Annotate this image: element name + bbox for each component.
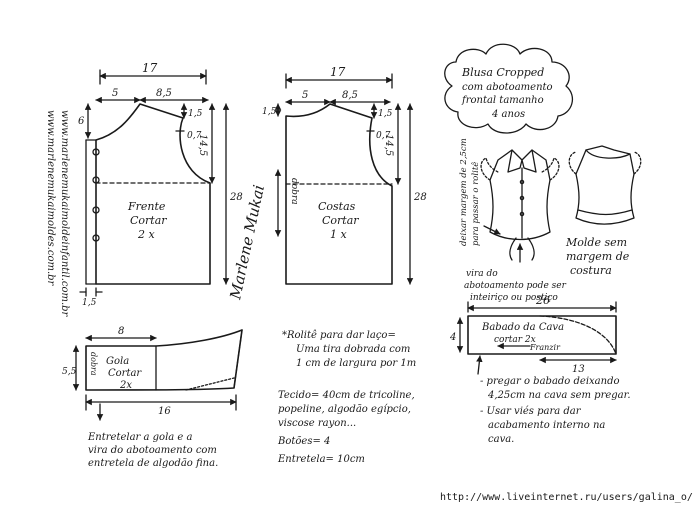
instruction-line-3: - Usar viés para dar	[480, 406, 582, 417]
fabric-line-3: viscose rayon...	[278, 418, 356, 429]
button-mark	[519, 211, 525, 217]
back-pattern-piece	[274, 73, 414, 285]
ruffle-label-cut: cortar 2x	[494, 335, 536, 345]
front-armhole-depth: 14,5	[197, 134, 208, 156]
placket-note-line-3: inteiriço ou postiço	[470, 293, 558, 303]
back-fold: dobra	[289, 178, 299, 205]
back-shoulder-width: 8,5	[342, 90, 358, 101]
margin-note-line-1: deixar margem de 2,5cm	[459, 138, 469, 246]
back-neck-width: 5	[302, 90, 308, 101]
margin-note-line-2: para passar o rolitê	[470, 162, 481, 246]
collar-label-qty: 2x	[119, 380, 132, 391]
footer-url[interactable]: http://www.liveinternet.ru/users/galina_…	[440, 492, 693, 503]
site-vertical-1: www.marlenemukaimoldes.com.br	[45, 110, 56, 287]
ruffle-width: 26	[535, 294, 550, 307]
garment-back-illustration	[568, 145, 642, 225]
ruffle-height: 4	[449, 332, 456, 343]
title-line-3: frontal tamanho	[461, 95, 544, 106]
front-neck-width: 5	[112, 88, 118, 99]
button-mark	[92, 176, 100, 184]
button-mark	[519, 195, 525, 201]
collar-label-name: Gola	[106, 356, 129, 367]
front-placket: 1,5	[82, 298, 97, 308]
front-width: 17	[142, 61, 158, 75]
garment-front-illustration	[480, 149, 560, 261]
back-armhole-offset: 0,7	[376, 131, 391, 141]
interfacing-note-line-2: vira do abotoamento com	[88, 445, 217, 456]
button-mark	[519, 179, 525, 185]
buttons-note: Botões= 4	[277, 436, 330, 447]
collar-fold: dobra	[89, 352, 98, 376]
front-label-cut: Cortar	[130, 214, 167, 227]
front-length: 28	[229, 192, 243, 203]
front-pattern-piece	[79, 69, 230, 297]
instruction-line-4: acabamento interno na	[488, 420, 605, 431]
back-shoulder-drop-right: 1,5	[378, 109, 393, 119]
instruction-line-2: 4,25cm na cava sem pregar.	[487, 390, 631, 401]
title-line-4: 4 anos	[491, 109, 525, 120]
back-label-cut: Cortar	[322, 214, 359, 227]
rolite-line-2: Uma tira dobrada com	[296, 344, 410, 355]
no-margin-line-1: Molde sem	[565, 236, 627, 249]
fabric-line-2: popeline, algodão egípcio,	[278, 404, 411, 415]
back-armhole-depth: 14,5	[383, 134, 394, 156]
interfacing-note-line-3: entretela de algodão fina.	[88, 458, 218, 469]
button-mark	[92, 206, 100, 214]
instruction-line-5: cava.	[488, 434, 514, 445]
ruffle-pattern-piece	[456, 301, 617, 364]
fabric-line-1: Tecido= 40cm de tricoline,	[278, 390, 415, 401]
ruffle-label-name: Babado da Cava	[481, 322, 564, 333]
no-margin-line-2: margem de	[566, 250, 630, 263]
title-cloud	[444, 43, 574, 134]
placket-note-line-2: abotoamento pode ser	[464, 281, 567, 291]
collar-height: 5,5	[62, 367, 77, 377]
back-width: 17	[330, 65, 346, 79]
back-outline	[285, 103, 393, 285]
rolite-line-3: 1 cm de largura por 1m	[296, 358, 416, 369]
interfacing-amount: Entretela= 10cm	[277, 454, 365, 465]
back-length: 28	[413, 192, 427, 203]
collar-label-cut: Cortar	[108, 368, 142, 379]
back-label-name: Costas	[318, 200, 356, 213]
ruffle-gather-length: 13	[572, 364, 585, 375]
collar-pattern-piece	[72, 329, 243, 421]
ruffle-gather: Franzir	[529, 343, 561, 352]
front-neck-depth: 6	[78, 116, 85, 127]
button-mark	[92, 234, 100, 242]
front-label-qty: 2 x	[137, 228, 155, 241]
front-shoulder-drop: 1,5	[188, 109, 203, 119]
back-shoulder-drop-left: 1,5	[262, 107, 277, 117]
collar-bottom-width: 16	[158, 406, 171, 417]
button-mark	[92, 148, 100, 156]
placket-note-line-1: vira do	[466, 269, 498, 279]
rolite-line-1: *Rolitê para dar laço=	[282, 330, 396, 341]
front-shoulder-width: 8,5	[156, 88, 172, 99]
instruction-line-1: - pregar o babado deixando	[480, 376, 620, 387]
no-margin-line-3: costura	[570, 264, 612, 277]
front-label-name: Frente	[127, 200, 166, 213]
title-line-1: Blusa Cropped	[461, 66, 544, 79]
site-vertical-2: www.marlenemukaimoldeinfantil.com.br	[59, 110, 70, 318]
back-label-qty: 1 x	[330, 228, 347, 241]
interfacing-note-line-1: Entretelar a gola e a	[87, 432, 193, 443]
collar-top-width: 8	[118, 326, 124, 337]
title-line-2: com abotoamento	[462, 82, 553, 93]
front-armhole-offset: 0,7	[187, 131, 202, 141]
front-outline	[95, 103, 211, 285]
